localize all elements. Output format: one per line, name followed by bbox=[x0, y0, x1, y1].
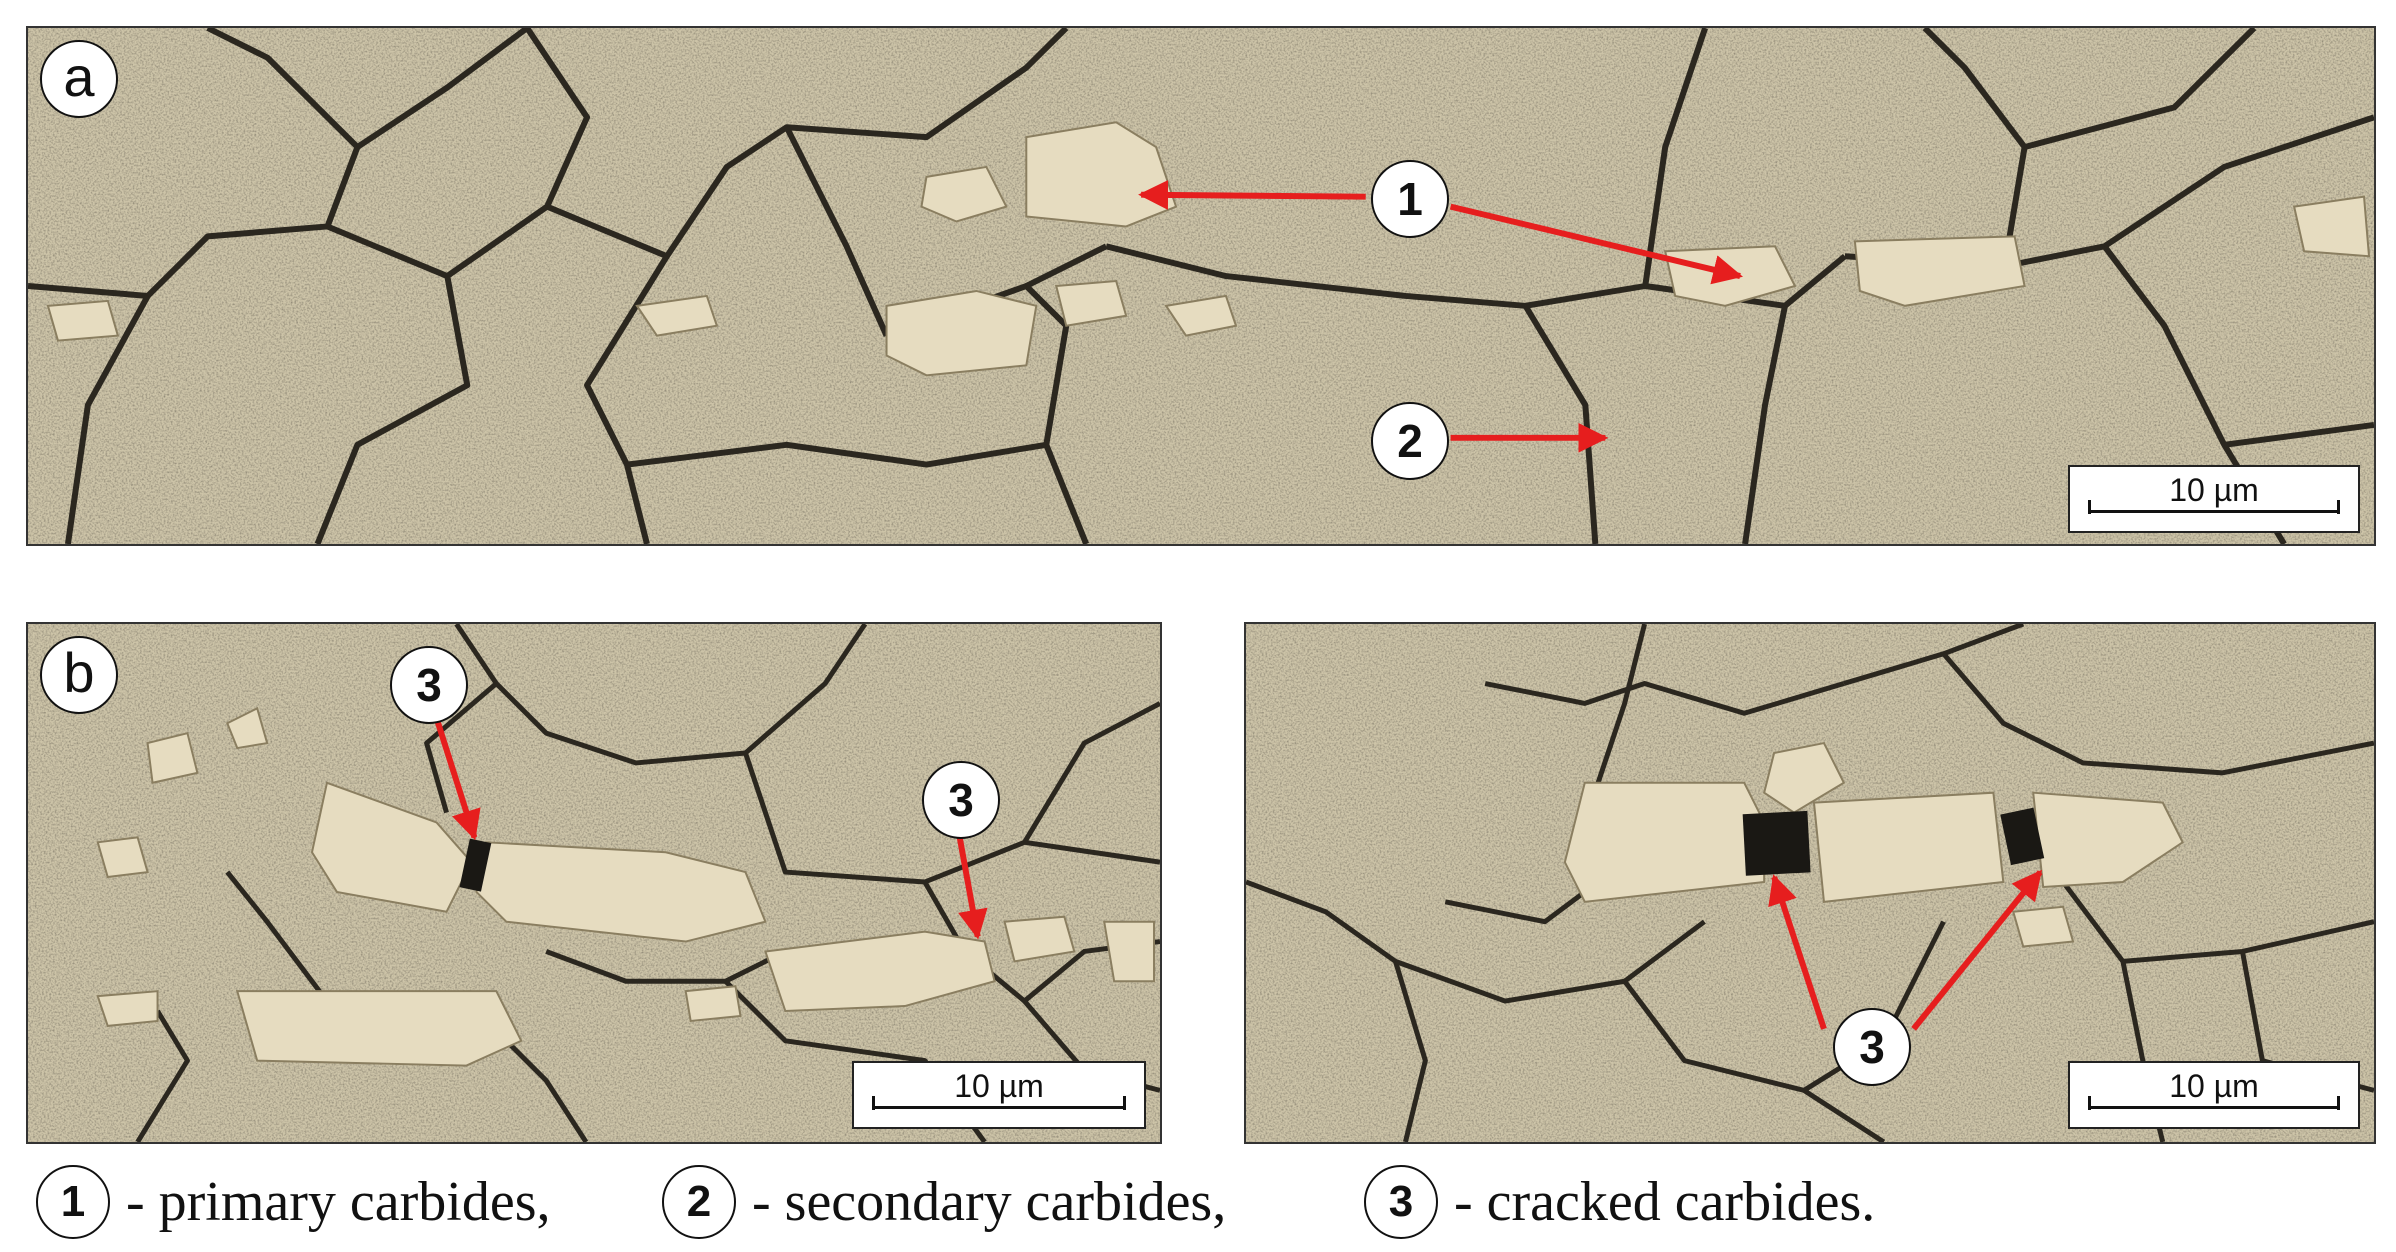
microstructure-image-b bbox=[28, 624, 1160, 1142]
legend-item-primary: 1 - primary carbides, bbox=[36, 1160, 550, 1244]
arrow-primary-left bbox=[1138, 180, 1366, 210]
scale-bar-label-b: 10 µm bbox=[954, 1068, 1044, 1104]
legend-number-3: 3 bbox=[1364, 1165, 1438, 1239]
marker-1: 1 bbox=[1371, 160, 1449, 238]
legend-item-cracked: 3 - cracked carbides. bbox=[1364, 1160, 1875, 1244]
scale-bar-a: 10 µm bbox=[2068, 465, 2360, 533]
scale-bar-line-a bbox=[2088, 500, 2340, 514]
annotation-layer-b bbox=[433, 717, 988, 940]
legend-text-3: - cracked carbides. bbox=[1454, 1171, 1876, 1233]
scale-bar-line-c bbox=[2088, 1096, 2340, 1110]
marker-2: 2 bbox=[1371, 402, 1449, 480]
legend: 1 - primary carbides, 2 - secondary carb… bbox=[26, 1160, 2376, 1244]
micrograph-panel-b: b 3 3 10 µm bbox=[26, 622, 1162, 1144]
legend-item-secondary: 2 - secondary carbides, bbox=[662, 1160, 1226, 1244]
legend-number-1: 1 bbox=[36, 1165, 110, 1239]
marker-3-left: 3 bbox=[390, 646, 468, 724]
microstructure-image-a bbox=[28, 28, 2374, 544]
arrow-crack-c-right bbox=[1911, 869, 2043, 1031]
micrograph-panel-a: a 1 2 10 µm bbox=[26, 26, 2376, 546]
arrow-crack-left bbox=[433, 717, 481, 841]
scale-bar-label-c: 10 µm bbox=[2169, 1068, 2259, 1104]
marker-3-right: 3 bbox=[922, 761, 1000, 839]
scale-bar-label-a: 10 µm bbox=[2169, 472, 2259, 508]
micrograph-panel-c: 3 10 µm bbox=[1244, 622, 2376, 1144]
legend-text-1: - primary carbides, bbox=[126, 1171, 551, 1233]
annotation-layer-c bbox=[1768, 869, 2043, 1031]
panel-label-b: b bbox=[40, 636, 118, 714]
annotation-layer-a bbox=[1138, 180, 1743, 453]
microstructure-image-c bbox=[1246, 624, 2374, 1142]
scale-bar-c: 10 µm bbox=[2068, 1061, 2360, 1129]
legend-number-2: 2 bbox=[662, 1165, 736, 1239]
arrow-crack-right bbox=[956, 836, 988, 940]
scale-bar-line-b bbox=[872, 1096, 1126, 1110]
marker-3-c: 3 bbox=[1833, 1008, 1911, 1086]
legend-text-2: - secondary carbides, bbox=[752, 1171, 1227, 1233]
scale-bar-b: 10 µm bbox=[852, 1061, 1146, 1129]
arrow-primary-right bbox=[1449, 203, 1743, 285]
arrow-crack-c-left bbox=[1768, 874, 1827, 1030]
panel-label-a: a bbox=[40, 40, 118, 118]
